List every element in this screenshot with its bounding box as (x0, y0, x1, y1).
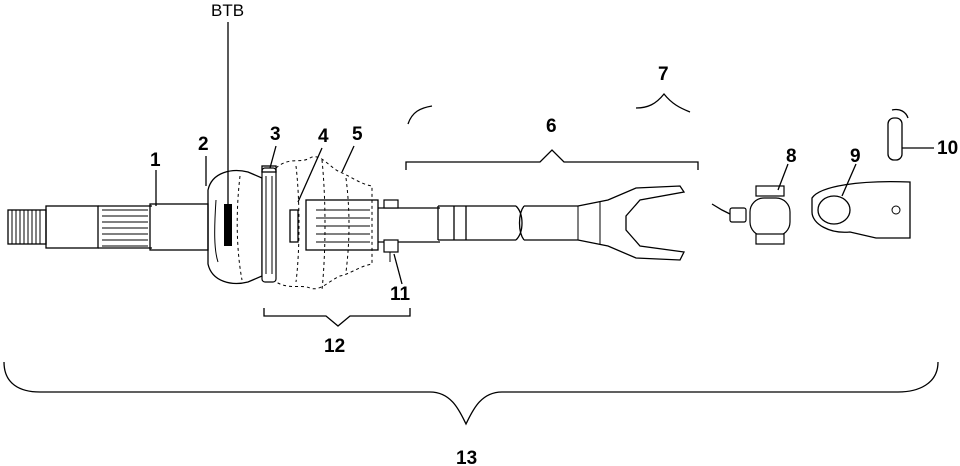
label-part-6: 6 (546, 116, 557, 137)
label-part-7: 7 (658, 64, 669, 85)
part-labels: BTB 1 2 3 4 5 6 7 8 9 10 11 12 13 (150, 1, 958, 466)
boot-clamp-large (261, 165, 277, 283)
label-part-8: 8 (786, 146, 797, 167)
boot-clamp-small (383, 199, 399, 262)
shaft-threaded-end (7, 203, 209, 251)
brackets (3, 92, 939, 426)
label-part-9: 9 (850, 146, 861, 167)
cv-boot-bellows (275, 156, 373, 291)
inner-spline-shaft (289, 199, 440, 251)
universal-joint-cross (711, 185, 791, 245)
label-part-11: 11 (390, 284, 411, 305)
label-part-2: 2 (198, 134, 209, 155)
label-part-4: 4 (318, 126, 329, 147)
label-part-12: 12 (324, 336, 345, 357)
label-btb: BTB (211, 1, 244, 20)
flange-yoke (811, 181, 911, 239)
leader-lines (155, 22, 934, 285)
label-part-3: 3 (270, 124, 281, 145)
roll-pin (887, 117, 903, 161)
label-part-13: 13 (456, 448, 477, 466)
drive-shaft-yoke (437, 185, 686, 261)
label-part-1: 1 (150, 150, 161, 171)
label-part-5: 5 (352, 124, 363, 145)
label-part-10: 10 (937, 138, 958, 159)
outer-cv-housing (207, 169, 263, 285)
